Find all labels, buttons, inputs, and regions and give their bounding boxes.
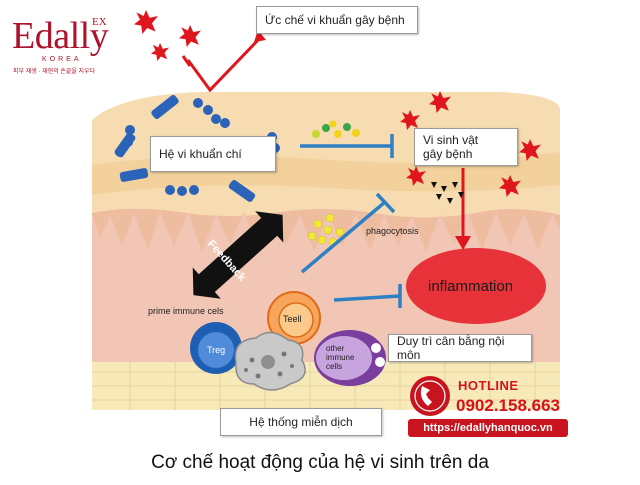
dermal-papillae [92,208,560,252]
resident-flora-box: Hệ vi khuẩn chí [150,136,276,172]
brand-superscript: EX [92,16,107,28]
website-link[interactable]: https://edallyhanquoc.vn [408,419,568,437]
phone-icon [410,376,450,416]
treg-label: Treg [207,345,226,355]
immune-system-label: Hệ thống miễn dịch [249,415,353,429]
prime-immune-label: prime immune cels [148,306,224,316]
pathogen-particles [431,182,464,204]
inhibit-pathogen-box: Ức chế vi khuẩn gây bệnh [256,6,418,34]
macrophage-cell [234,331,306,391]
phagocytosis-label: phagocytosis [366,226,419,236]
metabolite-dots-mid [307,213,345,247]
brand-logo: Edally [12,15,109,57]
inflammation-ellipse [406,248,546,324]
other-immune-line1: other [326,344,345,353]
teell-cell [267,291,321,345]
other-immune-cell [314,330,386,386]
homeostasis-label: Duy trì cân bằng nội môn [397,334,505,362]
pathogen-box: Vi sinh vật gây bệnh [414,128,518,166]
immune-system-box: Hệ thống miễn dịch [220,408,382,436]
other-immune-line2: immune [326,353,355,362]
treg-cell [190,322,242,374]
brand-tagline: 피부 재생 · 재현의 손끝을 지우다 [13,69,96,75]
metabolite-dots-top [312,120,360,138]
red-arrows [181,36,465,240]
other-immune-label: other immune cells [326,344,354,371]
inflammation-label: inflammation [428,278,514,295]
website-url: https://edallyhanquoc.vn [423,422,553,434]
inhibit-pathogen-label: Ức chế vi khuẩn gây bệnh [265,13,405,27]
pathogen-label-line1: Vi sinh vật [423,133,479,147]
teell-label: Teell [283,314,302,324]
inflammation-arrowhead [455,236,471,250]
hotline-label: HOTLINE [458,378,519,393]
resident-flora-label: Hệ vi khuẩn chí [159,147,242,161]
feedback-arrow [192,211,284,299]
pathogen-label-line2: gây bệnh [423,147,473,161]
other-immune-line3: cells [326,362,343,371]
homeostasis-box: Duy trì cân bằng nội môn [388,334,532,362]
resident-bacteria [114,95,280,202]
inhibition-lines [300,134,402,308]
diagram-caption: Cơ chế hoạt động của hệ vi sinh trên da [151,452,489,473]
hotline-number[interactable]: 0902.158.663 [456,396,560,415]
brand-subtitle: KOREA [42,56,82,63]
